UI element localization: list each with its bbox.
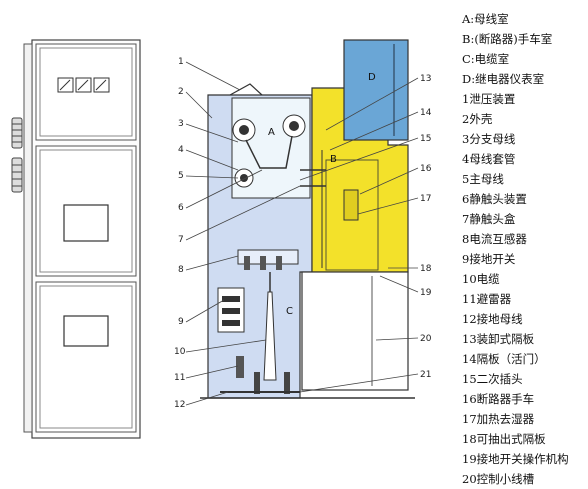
callout-11: 11 xyxy=(174,373,185,383)
legend-item: 7静触头盒 xyxy=(462,212,516,226)
arrester-icon xyxy=(236,356,290,394)
legend-item: C:电缆室 xyxy=(462,52,510,66)
legend-item: 3分支母线 xyxy=(462,132,516,146)
legend-list: A:母线室 B:(断路器)手车室 C:电缆室 D:继电器仪表室 1泄压装置 2外… xyxy=(462,9,588,489)
callout-20: 20 xyxy=(420,334,432,344)
callout-16: 16 xyxy=(420,164,432,174)
legend-item: 20控制小线槽 xyxy=(462,472,535,486)
legend-item: 16断路器手车 xyxy=(462,392,535,406)
legend-item: 4母线套管 xyxy=(462,152,516,166)
callout-12: 12 xyxy=(174,400,185,410)
cable-icon xyxy=(263,272,277,381)
legend-item: 11避雷器 xyxy=(462,292,512,306)
callout-15: 15 xyxy=(420,134,431,144)
callout-2: 2 xyxy=(178,87,184,97)
legend-item: 14隔板（活门） xyxy=(462,352,546,366)
callout-14: 14 xyxy=(420,108,432,118)
legend-item: 6静触头装置 xyxy=(462,192,527,206)
callout-18: 18 xyxy=(420,264,432,274)
legend-item: 18可抽出式隔板 xyxy=(462,432,546,446)
switchgear-diagram: A B C D 1 2 3 4 5 6 7 8 9 10 11 12 13 14… xyxy=(11,39,432,439)
hinge-icon xyxy=(11,117,23,193)
busbar-sleeve-icon xyxy=(232,114,306,188)
earthing-switch-icon xyxy=(217,287,245,333)
callout-10: 10 xyxy=(174,347,186,357)
callout-19: 19 xyxy=(420,288,432,298)
legend-item: D:继电器仪表室 xyxy=(462,72,545,86)
zone-label-b: B xyxy=(330,154,337,165)
front-view xyxy=(11,39,141,439)
legend-item: A:母线室 xyxy=(462,12,509,26)
callout-9: 9 xyxy=(178,317,184,327)
callout-13: 13 xyxy=(420,74,431,84)
legend-item: 5主母线 xyxy=(462,172,504,186)
zone-label-a: A xyxy=(268,127,275,138)
legend-item: 2外壳 xyxy=(462,112,493,126)
legend-item: 17加热去湿器 xyxy=(462,412,535,426)
section-view xyxy=(185,39,419,406)
legend-item: 9接地开关 xyxy=(462,252,516,266)
callout-6: 6 xyxy=(178,203,184,213)
callout-3: 3 xyxy=(178,119,184,129)
legend-item: 12接地母线 xyxy=(462,312,523,326)
legend-item: 15二次插头 xyxy=(462,372,523,386)
legend-item: B:(断路器)手车室 xyxy=(462,32,553,46)
legend-item: 8电流互感器 xyxy=(462,232,527,246)
zone-label-c: C xyxy=(286,306,293,317)
callout-4: 4 xyxy=(178,145,184,155)
current-transformer-icon xyxy=(244,256,282,270)
callout-5: 5 xyxy=(178,171,184,181)
legend-item: 13装卸式隔板 xyxy=(462,332,535,346)
callout-8: 8 xyxy=(178,265,184,275)
zone-label-d: D xyxy=(368,72,376,83)
legend-item: 10电缆 xyxy=(462,272,500,286)
callout-17: 17 xyxy=(420,194,431,204)
meter-icon xyxy=(57,77,110,93)
callout-21: 21 xyxy=(420,370,431,380)
callout-1: 1 xyxy=(178,57,184,67)
legend-item: 1泄压装置 xyxy=(462,92,516,106)
callout-7: 7 xyxy=(178,235,184,245)
legend-item: 19接地开关操作机构 xyxy=(462,452,569,466)
